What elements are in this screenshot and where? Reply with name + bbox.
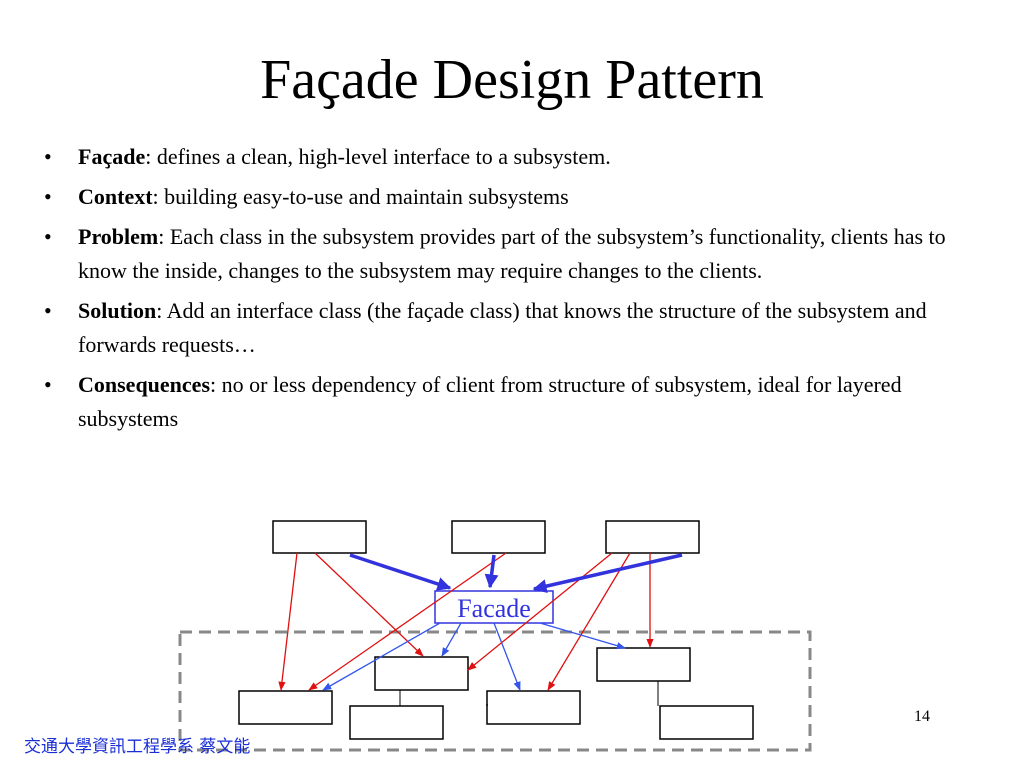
subsystem-class-box (374, 656, 469, 691)
bullet-consequences: Consequences: no or less dependency of c… (44, 368, 974, 436)
facade-to-subsystem-arrow (493, 622, 521, 691)
bullet-text: : defines a clean, high-level interface … (145, 144, 611, 169)
bullet-context: Context: building easy-to-use and mainta… (44, 180, 974, 214)
bullet-text: : building easy-to-use and maintain subs… (152, 184, 569, 209)
facade-to-subsystem-arrow (322, 622, 441, 691)
client-box-3 (605, 520, 700, 554)
bullet-solution: Solution: Add an interface class (the fa… (44, 294, 974, 362)
bullet-term: Context (78, 184, 153, 209)
client-to-subsystem-arrow (467, 552, 613, 671)
client-to-subsystem-arrow (278, 552, 298, 691)
footer-credit: 交通大學資訊工程學系 蔡文能 (24, 737, 251, 757)
bullet-text: : no or less dependency of client from s… (78, 372, 902, 431)
bullet-term: Faҫade (78, 144, 146, 169)
subsystem-class-box (238, 690, 333, 725)
client-to-facade-arrow (484, 554, 499, 589)
subsystem-class-box (486, 690, 581, 725)
bullet-term: Consequences (78, 372, 211, 397)
bullet-term: Problem (78, 224, 159, 249)
subsystem-class-box (596, 647, 691, 682)
facade-to-subsystem-arrow (539, 622, 626, 650)
client-to-subsystem-arrow (308, 552, 507, 691)
client-to-subsystem-arrow (547, 552, 631, 691)
page-number: 14 (914, 708, 930, 725)
facade-label: Facade (457, 594, 531, 623)
client-to-subsystem-arrow (314, 552, 424, 657)
bullet-facade: Faҫade: defines a clean, high-level inte… (44, 140, 974, 174)
slide-title: Faҫade Design Pattern (260, 49, 764, 111)
subsystem-class-box (659, 705, 754, 740)
bullet-text: : Add an interface class (the faҫade cla… (78, 298, 927, 357)
client-box-1 (272, 520, 367, 554)
facade-to-subsystem-arrow (441, 622, 462, 657)
bullet-term: Solution (78, 298, 157, 323)
subsystem-boundary (178, 630, 812, 752)
client-to-facade-arrow (349, 553, 452, 591)
client-to-facade-arrow (532, 553, 683, 594)
bullet-problem: Problem: Each class in the subsystem pro… (44, 220, 974, 288)
bullet-text: : Each class in the subsystem provides p… (78, 224, 946, 283)
bullet-list: Faҫade: defines a clean, high-level inte… (44, 140, 974, 442)
client-box-2 (451, 520, 546, 554)
subsystem-class-box (349, 705, 444, 740)
